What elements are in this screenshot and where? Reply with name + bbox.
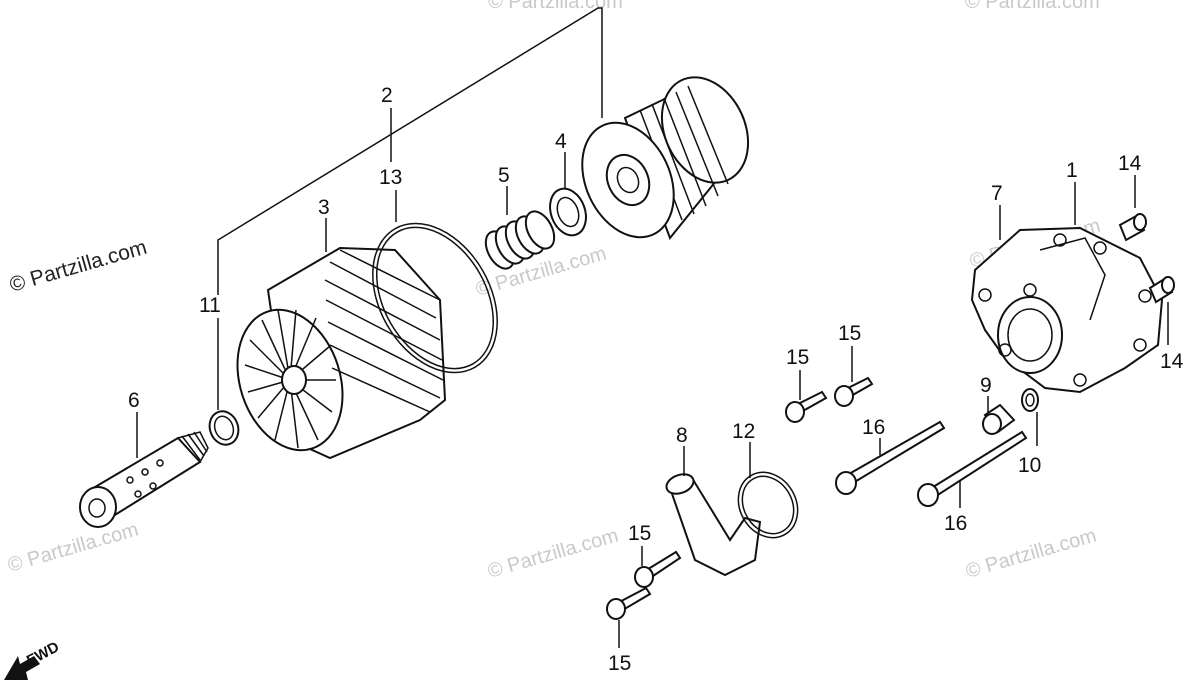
part-6-center-bolt: [79, 431, 209, 528]
part-4-washer: [549, 187, 587, 237]
part-16-long-bolts: [835, 420, 1028, 507]
part-8-pipe-joint: [665, 473, 762, 577]
callout-11: 11: [199, 294, 221, 317]
callout-9: 9: [980, 374, 992, 397]
callout-10: 10: [1018, 454, 1041, 477]
callout-15-a: 15: [786, 346, 809, 369]
callout-6: 6: [128, 389, 140, 412]
assembly-bracket: [217, 7, 603, 295]
watermark-faint: © Partzilla.com: [485, 525, 621, 583]
watermark-faint: © Partzilla.com: [5, 519, 141, 577]
filter-element: [581, 76, 750, 240]
callouts: 1 2 3 4 5 6 7 8 9 10 11 12 13 14 14 15 1…: [128, 84, 1184, 675]
callout-1: 1: [1066, 159, 1078, 182]
fwd-arrow: FWD: [4, 638, 62, 680]
callout-12: 12: [732, 420, 755, 443]
part-5-spring: [484, 210, 556, 270]
watermark-faint: © Partzilla.com: [963, 525, 1099, 583]
callout-15-c: 15: [628, 522, 651, 545]
part-9-bolt: [982, 403, 1016, 435]
callout-8: 8: [676, 424, 688, 447]
fwd-label: FWD: [24, 638, 62, 669]
callout-5: 5: [498, 164, 510, 187]
callout-4: 4: [555, 130, 567, 153]
callout-16-b: 16: [944, 512, 967, 535]
callout-7: 7: [991, 182, 1003, 205]
watermark-faint: © Partzilla.com: [488, 0, 623, 13]
part-13-large-o-ring: [372, 222, 498, 374]
callout-16-a: 16: [862, 416, 885, 439]
leader-lines: [136, 108, 1169, 648]
callout-3: 3: [318, 196, 330, 219]
callout-15-b: 15: [838, 322, 861, 345]
callout-15-d: 15: [608, 652, 631, 675]
callout-13: 13: [379, 166, 402, 189]
part-15-small-bolts: [606, 376, 874, 620]
part-3-filter-housing: [236, 246, 447, 460]
callout-14-top: 14: [1118, 152, 1142, 175]
watermark-main: © Partzilla.com: [7, 236, 149, 297]
part-12-o-ring: [737, 471, 799, 539]
part-11-o-ring: [208, 410, 240, 446]
callout-14-bottom: 14: [1160, 350, 1184, 373]
part-14-dowel-pins: [1118, 213, 1175, 304]
part-1-filter-cover: [970, 226, 1164, 394]
callout-2: 2: [381, 84, 393, 107]
watermark-faint: © Partzilla.com: [965, 0, 1100, 13]
part-10-washer: [1021, 388, 1039, 412]
